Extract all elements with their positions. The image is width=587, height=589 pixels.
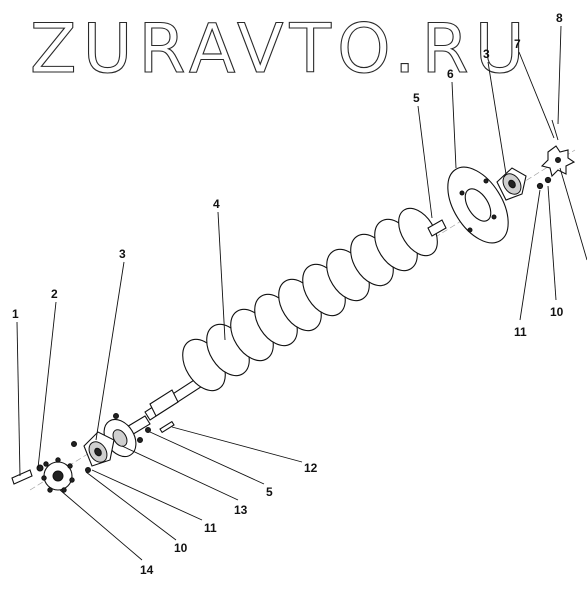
nuts-right: [536, 176, 552, 190]
callout-14: 14: [140, 563, 154, 577]
shaft-end-right: [427, 219, 447, 237]
flange-plate-right: [447, 166, 509, 244]
sprocket-left: [41, 457, 75, 493]
callout-5-right: 5: [413, 91, 420, 105]
callout-4: 4: [213, 197, 220, 211]
callout-6: 6: [447, 67, 454, 81]
callout-1: 1: [12, 307, 19, 321]
callout-11-left: 11: [204, 521, 217, 535]
callout-8: 8: [556, 11, 563, 25]
auger-flights: [182, 207, 438, 392]
bolt-left: [11, 469, 33, 485]
callout-3-right: 3: [483, 47, 490, 61]
callout-12: 12: [304, 461, 318, 475]
callout-10-left: 10: [174, 541, 188, 555]
callout-2: 2: [51, 287, 58, 301]
key-pin: [159, 420, 175, 434]
callout-5-left: 5: [266, 485, 273, 499]
callout-11-right: 11: [514, 325, 527, 339]
callout-3-left: 3: [119, 247, 126, 261]
bearing-housing-right: [496, 167, 527, 201]
bolt-right: [551, 119, 559, 141]
leader-lines: [16, 25, 587, 561]
sprocket-right: [540, 145, 576, 178]
callout-labels: 1 2 3 4 5 6 3 7 8 11 10 12 5 13 11 10 14: [12, 11, 564, 577]
watermark-logo: ZURAVTO.RU: [30, 10, 530, 89]
nuts-left: [71, 413, 151, 473]
callout-7: 7: [514, 37, 521, 51]
callout-13: 13: [234, 503, 248, 517]
callout-10-right: 10: [550, 305, 564, 319]
bearing-housing-left: [83, 431, 115, 467]
